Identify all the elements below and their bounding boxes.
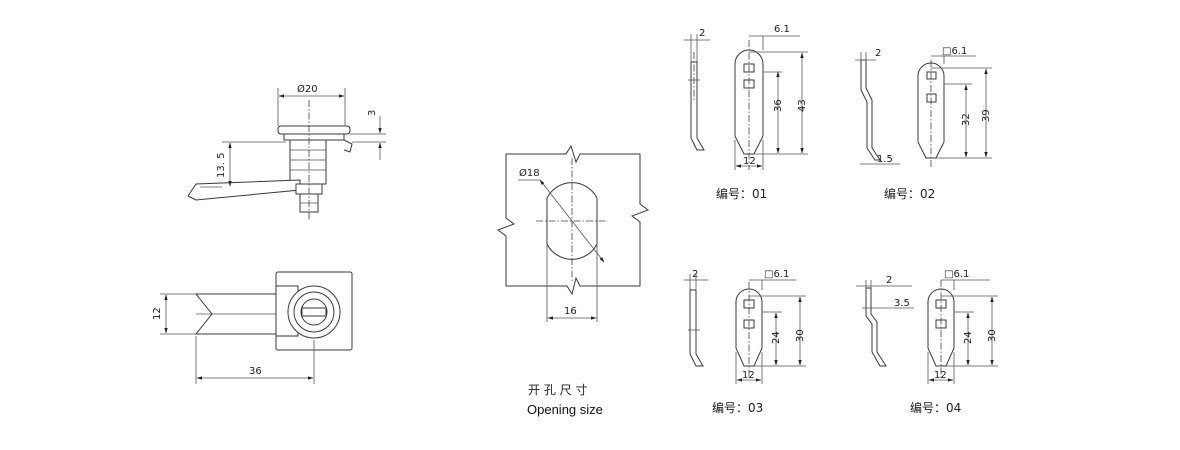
opening-width-label: 16 [564, 306, 577, 317]
cam-02-thick-label: 2 [875, 48, 881, 59]
cam-02-square-label: □6.1 [942, 46, 967, 57]
cam-02-inner-label: 32 [961, 113, 972, 126]
cam-02-label: 编号：02 [884, 186, 935, 201]
lock-top-view: 12 36 [152, 271, 353, 384]
top-length-label: 36 [249, 366, 262, 377]
side-top-label: 3 [367, 110, 378, 116]
cam-03-label: 编号：03 [712, 400, 763, 415]
opening-dia-label: Ø18 [519, 167, 540, 179]
cam-04-total-label: 30 [987, 329, 998, 342]
lock-side-view: Ø20 3 13. 5 [187, 83, 386, 220]
cam-03-total-label: 30 [795, 329, 806, 342]
cam-03-drawing: 2 □6.1 24 30 12 编号：03 [684, 269, 806, 415]
cam-03-square-label: □6.1 [764, 269, 789, 280]
cam-01-square-label: 6.1 [774, 24, 790, 35]
cam-03-width-label: 12 [742, 370, 755, 381]
cam-03-thick-label: 2 [692, 269, 698, 280]
cam-04-inner-label: 24 [963, 331, 974, 344]
cam-01-width-label: 12 [743, 156, 756, 167]
cam-02-extra-label: 1.5 [877, 154, 893, 165]
cam-01-thick-label: 2 [699, 28, 705, 39]
cam-02-drawing: 2 1.5 □6.1 32 39 编号：02 [855, 46, 992, 201]
cam-04-square-label: □6.1 [944, 269, 969, 280]
cam-04-drawing: 2 3.5 □6.1 24 30 12 编号：04 [856, 269, 998, 415]
cam-01-drawing: 2 6.1 36 43 12 编号：01 [684, 24, 808, 201]
cam-01-inner-label: 36 [773, 99, 784, 112]
opening-caption-en: Opening size [527, 402, 603, 417]
opening-size-view: Ø18 16 开 孔 尺 寸 Opening size [496, 144, 650, 417]
cam-04-extra-label: 3.5 [894, 298, 910, 309]
cam-02-total-label: 39 [981, 109, 992, 122]
cam-01-total-label: 43 [797, 99, 808, 112]
cam-03-inner-label: 24 [771, 331, 782, 344]
cam-01-label: 编号：01 [716, 186, 767, 201]
side-height-label: 13. 5 [216, 153, 227, 178]
cam-04-width-label: 12 [934, 370, 947, 381]
side-dia-label: Ø20 [297, 83, 318, 95]
cam-04-label: 编号：04 [910, 400, 961, 415]
top-width-label: 12 [152, 307, 163, 320]
opening-caption-cn: 开 孔 尺 寸 [528, 383, 587, 397]
cam-04-thick-label: 2 [886, 275, 892, 286]
